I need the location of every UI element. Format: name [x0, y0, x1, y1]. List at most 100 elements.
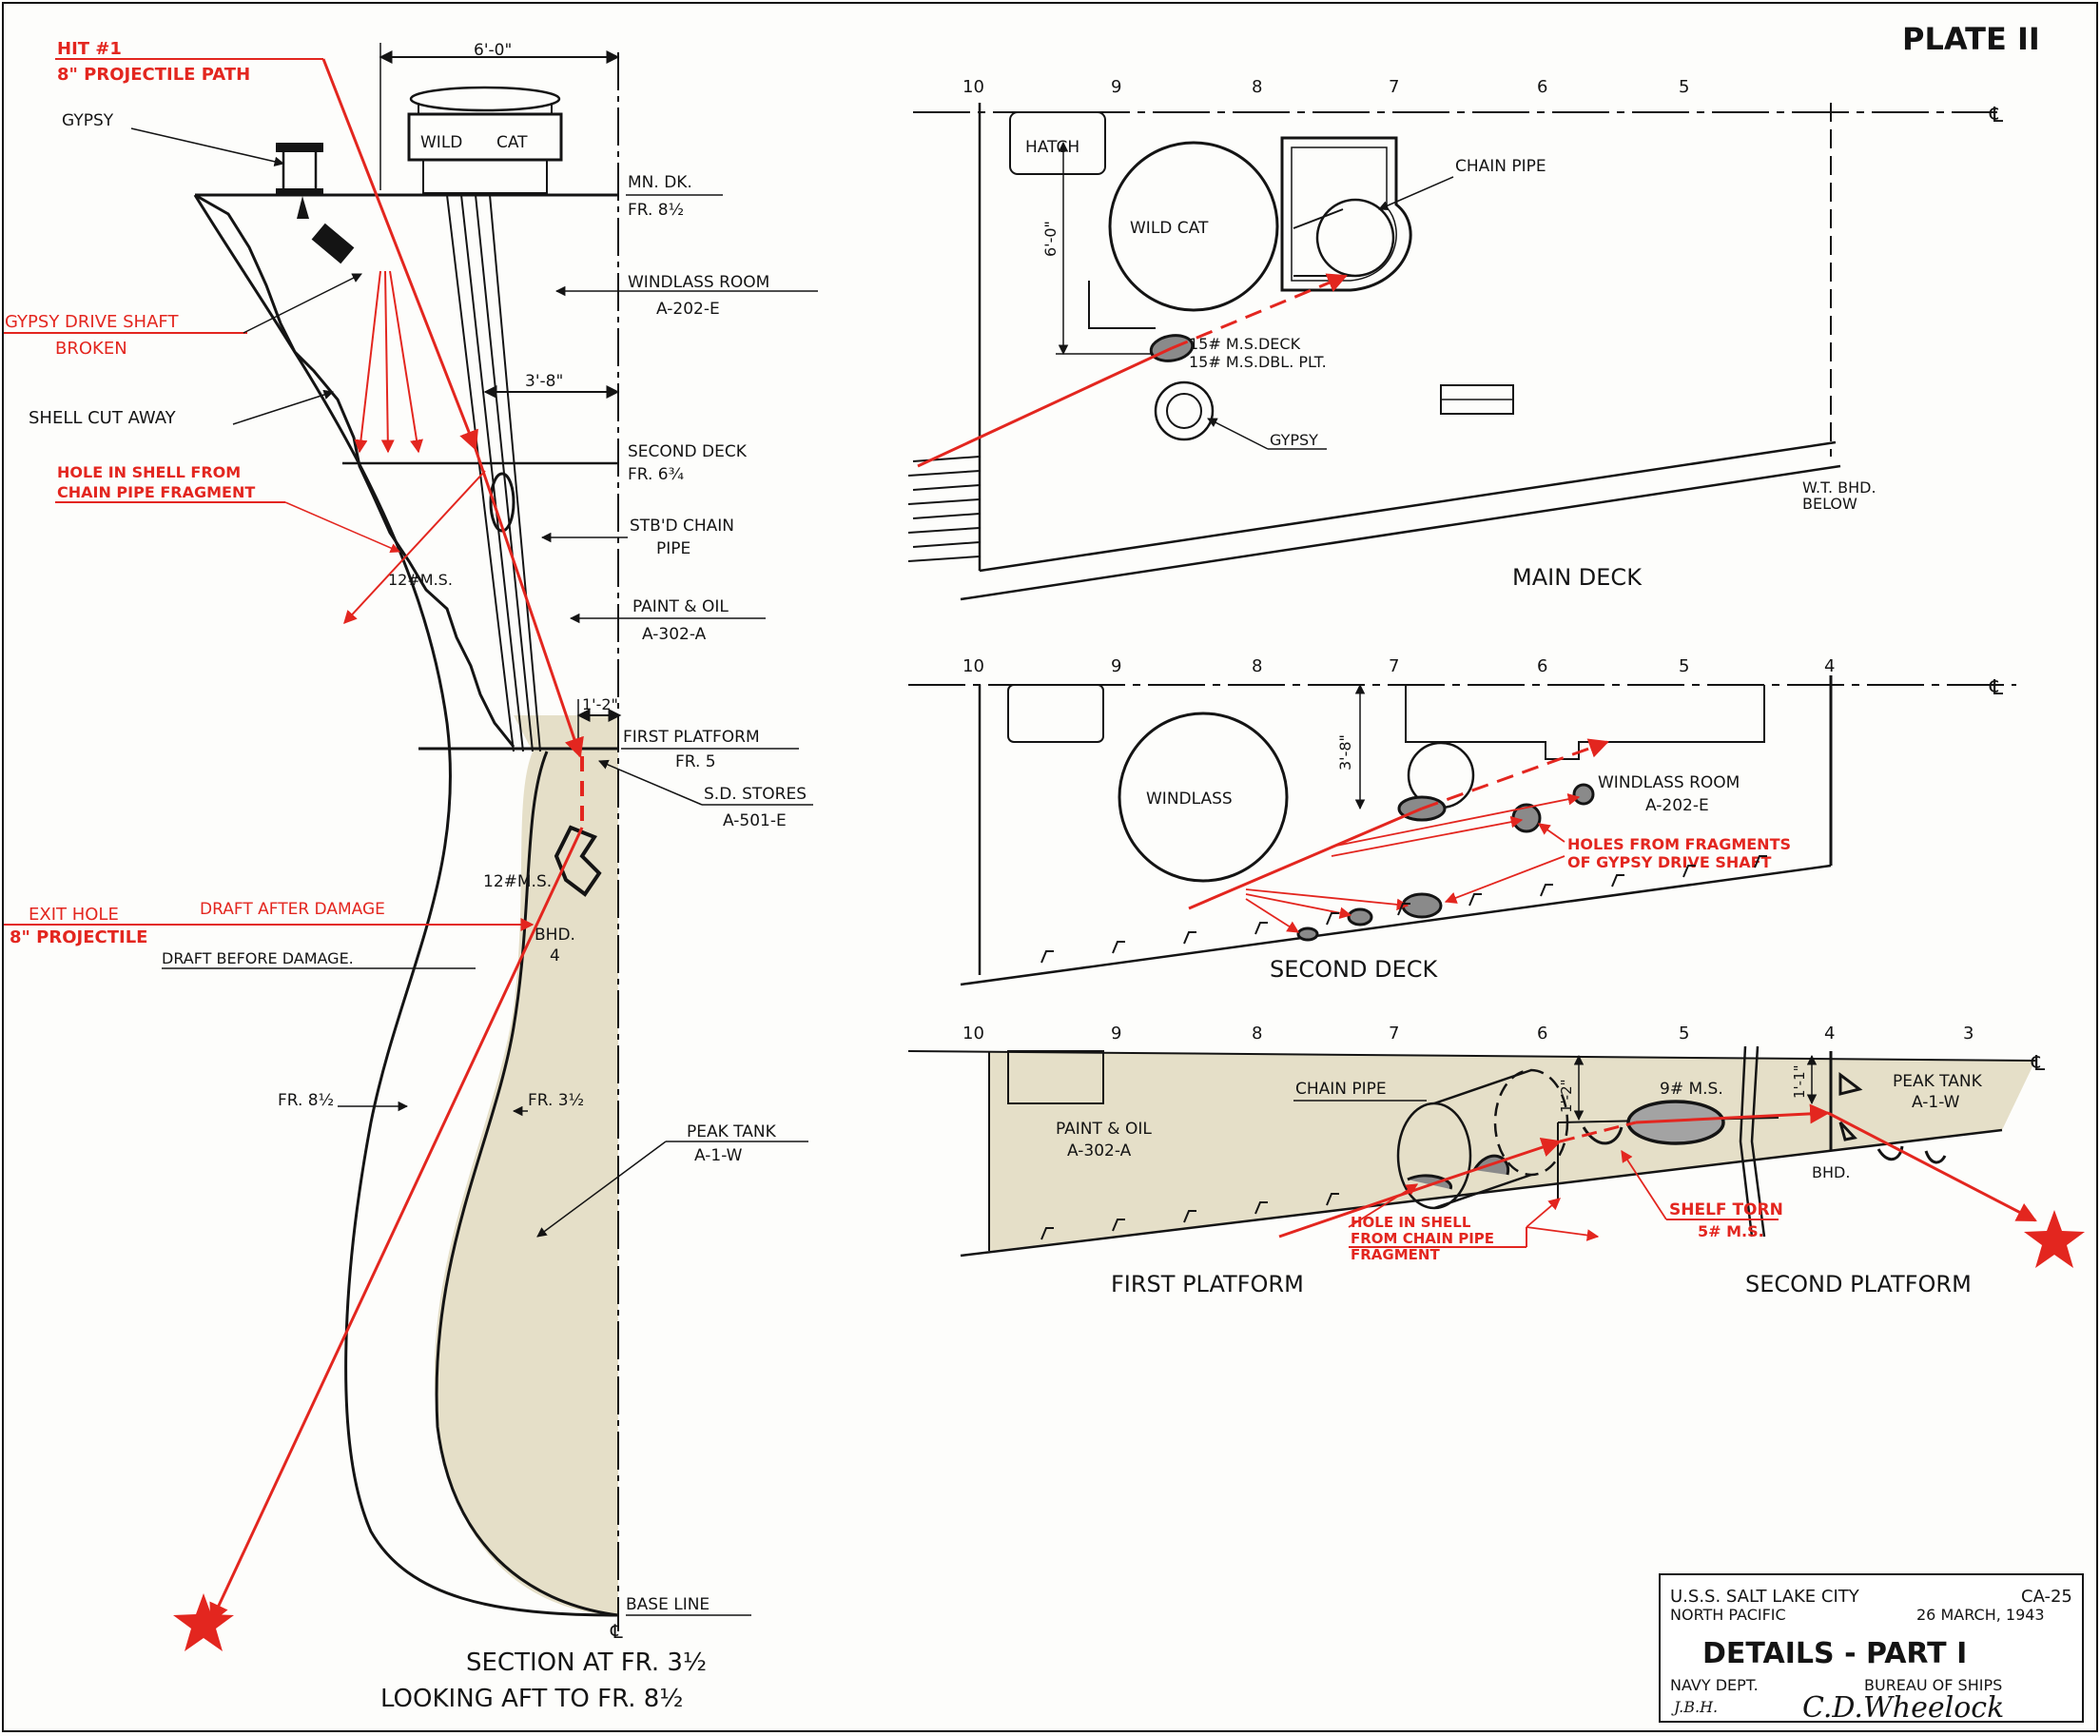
main-frame-7: 7 [1389, 77, 1399, 97]
windlass-room-code: A-202-E [656, 300, 720, 319]
title-date: 26 MARCH, 1943 [1916, 1606, 2045, 1624]
bhd4-damage [554, 825, 602, 897]
shelf-torn-label: SHELF TORN [1669, 1200, 1783, 1219]
fr5-label: FR. 5 [675, 752, 716, 771]
wildcat-right-label: CAT [496, 133, 528, 152]
gypsy-shaft-fragment [311, 223, 355, 264]
exit-hole-label: EXIT HOLE [29, 905, 119, 925]
second-deck-title: SECOND DECK [1270, 956, 1439, 983]
paint-oil-code: A-302-A [642, 625, 707, 644]
second-frame-6: 6 [1537, 656, 1547, 676]
paint-oil-label: PAINT & OIL [632, 597, 729, 616]
main-dim-label: 6'-0" [1041, 221, 1060, 257]
platform-frame-9: 9 [1111, 1024, 1121, 1044]
hole-in-shell-label-2: CHAIN PIPE FRAGMENT [57, 483, 255, 501]
platform-cl: ℄ [2031, 1052, 2046, 1076]
sd-stores-label: S.D. STORES [704, 785, 807, 804]
section-caption-2: LOOKING AFT TO FR. 8½ [380, 1685, 683, 1713]
fr-8half-label: FR. 8½ [628, 201, 684, 220]
main-frame-10: 10 [962, 77, 984, 97]
platform-frame-8: 8 [1252, 1024, 1262, 1044]
second-deck-frame-labels: 10 9 8 7 6 5 4 [962, 656, 1835, 676]
impact-star-right [2024, 1210, 2085, 1268]
platform-peak-tank-code: A-1-W [1912, 1093, 1960, 1112]
peak-tank-label: PEAK TANK [687, 1122, 777, 1141]
platform-hole-2: FROM CHAIN PIPE [1351, 1230, 1494, 1247]
wildcat-circle [1108, 141, 1279, 312]
main-deck-plan: ℄ 10 9 8 7 6 5 HATCH WILD CAT CHAIN PIPE… [907, 77, 2004, 601]
below-label: BELOW [1802, 495, 1857, 513]
hole-in-shell-label-1: HOLE IN SHELL FROM [57, 463, 241, 481]
deck-frame-marks [1040, 855, 1767, 1240]
title-dept: NAVY DEPT. [1670, 1676, 1759, 1694]
main-frame-6: 6 [1537, 77, 1547, 97]
ms9-label: 9# M.S. [1660, 1080, 1723, 1099]
exit-path-line [209, 827, 584, 1624]
first-platform-label: FIRST PLATFORM [623, 728, 760, 747]
gypsy-drive-shaft-label: GYPSY DRIVE SHAFT [5, 312, 179, 332]
wildcat-base [422, 159, 548, 194]
second-deck-plan: ℄ 10 9 8 7 6 5 4 WINDLASS 3'-8" WINDLASS… [908, 656, 2016, 986]
platform-paint-oil-label: PAINT & OIL [1056, 1120, 1152, 1139]
platform-dim1-label: 1'-2" [1558, 1079, 1575, 1113]
second-frame-5: 5 [1679, 656, 1689, 676]
bhd4-label-b: 4 [550, 946, 560, 966]
first-platform-title: FIRST PLATFORM [1111, 1271, 1304, 1297]
gypsy-label: GYPSY [62, 111, 114, 130]
impact-star-left [173, 1593, 234, 1651]
main-chain-pipe-label: CHAIN PIPE [1455, 157, 1546, 176]
second-deck-label: SECOND DECK [628, 442, 748, 461]
bhd4-label-a: BHD. [535, 926, 575, 945]
fr-3half-label: FR. 3½ [528, 1091, 584, 1110]
ms12-label-b: 12#M.S. [483, 872, 552, 891]
exit-projectile-label: 8" PROJECTILE [10, 927, 147, 947]
main-frame-5: 5 [1679, 77, 1689, 97]
second-platform-title: SECOND PLATFORM [1745, 1271, 1972, 1297]
title-initials: J.B.H. [1671, 1698, 1718, 1716]
platform-frame-3: 3 [1963, 1024, 1974, 1044]
platform-peak-tank-label: PEAK TANK [1893, 1072, 1983, 1091]
torn-shell-edge [194, 193, 515, 748]
draft-after-label: DRAFT AFTER DAMAGE [200, 900, 385, 919]
main-deck-cl: ℄ [1989, 104, 2004, 127]
plate-number: PLATE II [1902, 21, 2040, 57]
main-frame-9: 9 [1111, 77, 1121, 97]
wildcat-drum [409, 86, 561, 112]
platform-paint-oil-code: A-302-A [1067, 1141, 1132, 1161]
stbd-chain-label: STB'D CHAIN [630, 517, 734, 536]
main-frame-8: 8 [1252, 77, 1262, 97]
mn-dk-label: MN. DK. [628, 173, 692, 192]
title-block: U.S.S. SALT LAKE CITY CA-25 NORTH PACIFI… [1659, 1573, 2084, 1725]
title-bureau: BUREAU OF SHIPS [1864, 1676, 2002, 1694]
title-area: NORTH PACIFIC [1670, 1606, 1786, 1624]
ms12-label-a: 12#M.S. [388, 571, 453, 589]
peak-tank-code: A-1-W [694, 1146, 743, 1165]
sd-stores-code: A-501-E [723, 811, 787, 830]
holes-label-1: HOLES FROM FRAGMENTS [1567, 835, 1791, 853]
platform-bhd-label: BHD. [1812, 1163, 1850, 1181]
shell-cut-away-label: SHELL CUT AWAY [29, 408, 177, 428]
title-hull: CA-25 [2021, 1587, 2072, 1607]
platform-chain-pipe-label: CHAIN PIPE [1295, 1080, 1387, 1099]
centerline-mark: ℄ [610, 1620, 623, 1643]
title-main: DETAILS - PART I [1702, 1637, 1967, 1670]
main-deck-frame-labels: 10 9 8 7 6 5 [962, 77, 1689, 97]
peak-tank-fill [434, 715, 618, 1615]
base-line-label: BASE LINE [626, 1595, 710, 1614]
second-frame-10: 10 [962, 656, 984, 676]
dim-6ft-label: 6'-0" [474, 41, 512, 60]
platform-hole-3: FRAGMENT [1351, 1246, 1440, 1263]
first-platform-plan: ℄ 10 9 8 7 6 5 4 3 CHAIN PIPE PAINT & OI… [907, 1024, 2085, 1297]
fr-6-3-4-label: FR. 6¾ [628, 465, 684, 484]
second-frame-7: 7 [1389, 656, 1399, 676]
wt-bhd-label: W.T. BHD. [1802, 478, 1876, 497]
windlass-room-label: WINDLASS ROOM [628, 273, 769, 292]
broken-label: BROKEN [55, 339, 127, 359]
gypsy-drum [276, 143, 323, 219]
projectile-path-label: 8" PROJECTILE PATH [57, 65, 250, 85]
platform-hole-1: HOLE IN SHELL [1351, 1214, 1471, 1231]
windlass-label: WINDLASS [1146, 790, 1233, 809]
second-frame-8: 8 [1252, 656, 1262, 676]
